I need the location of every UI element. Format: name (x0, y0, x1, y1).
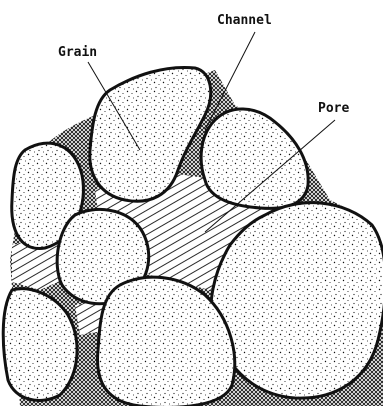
pore-label: Pore (318, 101, 349, 116)
channel-label: Channel (217, 13, 272, 28)
grain-label: Grain (58, 45, 97, 60)
grain-right-upper (201, 109, 308, 208)
